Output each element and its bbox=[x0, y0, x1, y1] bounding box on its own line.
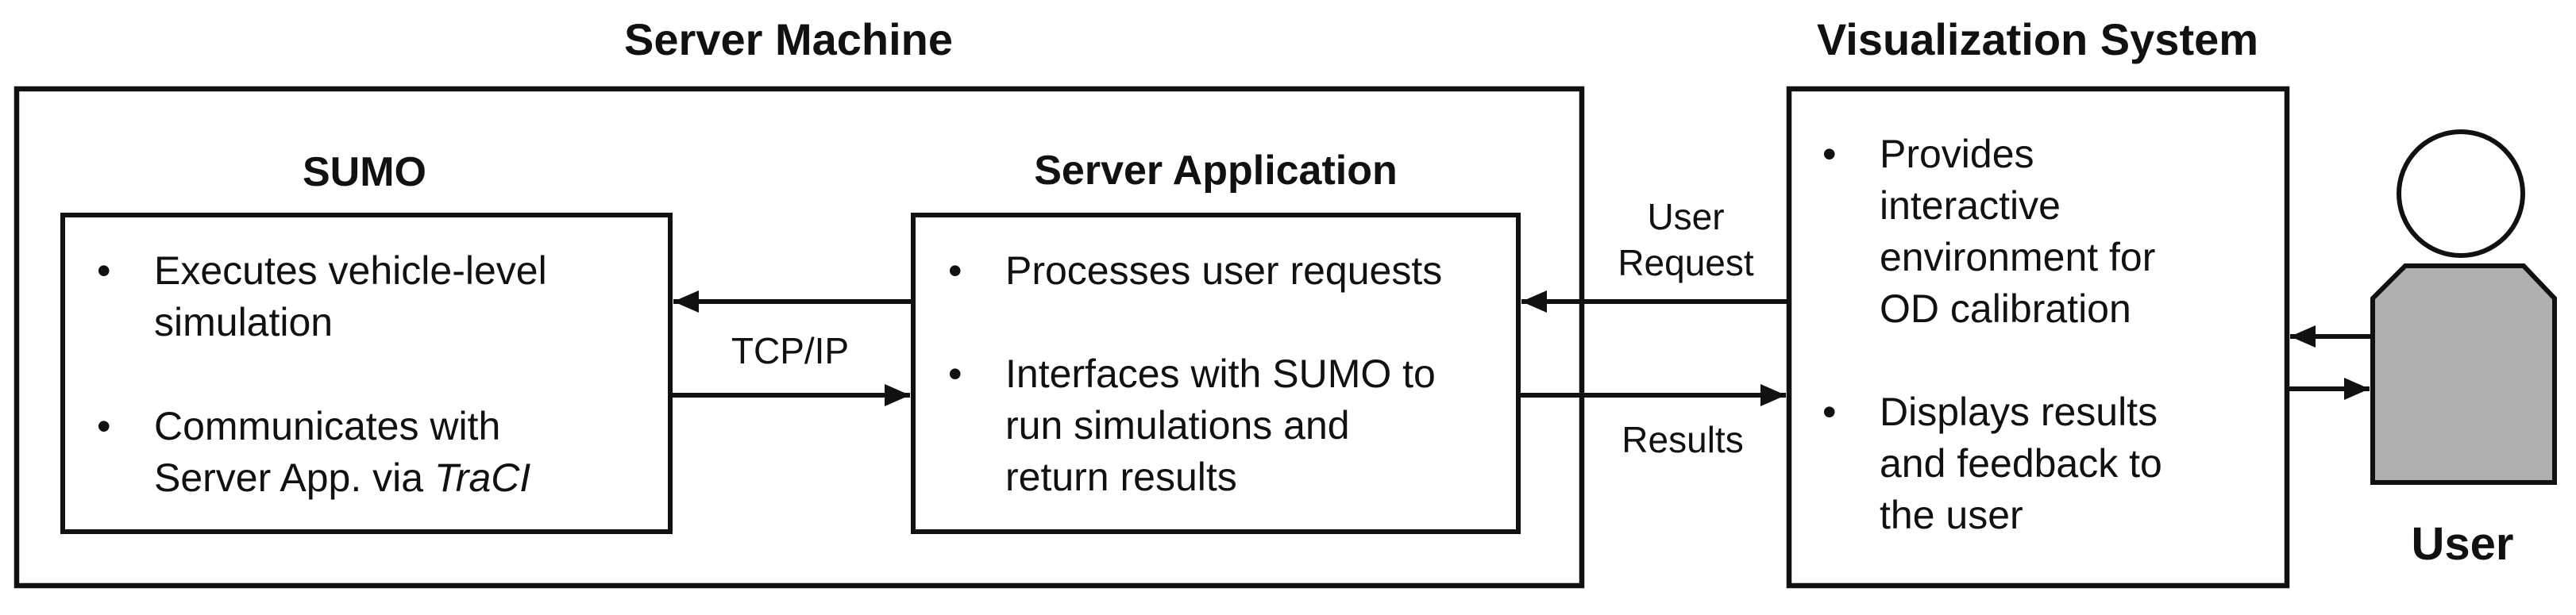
bullet-icon: • bbox=[948, 248, 962, 293]
visualization-system-bullet: • Provides interactive environment for O… bbox=[1822, 129, 2155, 335]
bullet-line: the user bbox=[1880, 493, 2023, 537]
user-label: User bbox=[2411, 518, 2514, 570]
bullet-line: run simulations and bbox=[1005, 403, 1350, 448]
server-machine-title: Server Machine bbox=[624, 14, 953, 64]
sumo-bullet: • Executes vehicle-level simulation bbox=[97, 245, 547, 348]
bullet-line: return results bbox=[1005, 455, 1237, 499]
bullet-line: OD calibration bbox=[1880, 286, 2131, 331]
bullet-line: Processes user requests bbox=[1005, 248, 1443, 293]
traci-term: TraCI bbox=[434, 455, 531, 500]
sumo-box bbox=[60, 213, 673, 534]
user-request-label-line: User bbox=[1647, 196, 1725, 237]
tcp-ip-label: TCP/IP bbox=[731, 330, 850, 371]
visualization-system-bullet: • Displays results and feedback to the u… bbox=[1822, 386, 2162, 541]
bullet-line: Interfaces with SUMO to bbox=[1005, 352, 1436, 396]
visualization-system-box bbox=[1786, 86, 2290, 589]
bullet-line: environment for bbox=[1880, 235, 2156, 279]
bullet-line: interactive bbox=[1880, 183, 2061, 228]
bullet-icon: • bbox=[1822, 132, 1837, 176]
person-icon bbox=[2370, 129, 2557, 485]
sumo-bullet: • Communicates with Server App. via TraC… bbox=[97, 401, 530, 504]
visualization-system-title: Visualization System bbox=[1816, 14, 2259, 64]
bullet-line-text: Server App. via bbox=[154, 455, 424, 500]
bullet-line: Communicates with bbox=[154, 404, 501, 448]
bullet-line: Provides bbox=[1880, 132, 2034, 176]
sumo-title: SUMO bbox=[303, 149, 426, 195]
server-application-bullet: • Interfaces with SUMO to run simulation… bbox=[948, 348, 1436, 503]
user-request-label: User Request bbox=[1618, 194, 1753, 286]
bullet-icon: • bbox=[97, 404, 111, 448]
user-head bbox=[2397, 129, 2525, 258]
bullet-line: and feedback to bbox=[1880, 441, 2162, 486]
bullet-line: simulation bbox=[154, 300, 334, 344]
bullet-icon: • bbox=[1822, 390, 1837, 434]
bullet-line: Executes vehicle-level bbox=[154, 248, 547, 293]
server-application-box bbox=[911, 213, 1521, 534]
bullet-icon: • bbox=[97, 248, 111, 293]
results-label: Results bbox=[1622, 419, 1744, 460]
server-application-bullet: • Processes user requests bbox=[948, 245, 1442, 297]
user-request-label-line: Request bbox=[1618, 242, 1754, 283]
bullet-icon: • bbox=[948, 352, 962, 396]
server-machine-box bbox=[13, 86, 1585, 589]
server-application-title: Server Application bbox=[1034, 148, 1398, 194]
bullet-line: Server App. via TraCI bbox=[154, 452, 530, 504]
bullet-line: Displays results bbox=[1880, 390, 2158, 434]
user-body bbox=[2370, 263, 2557, 485]
